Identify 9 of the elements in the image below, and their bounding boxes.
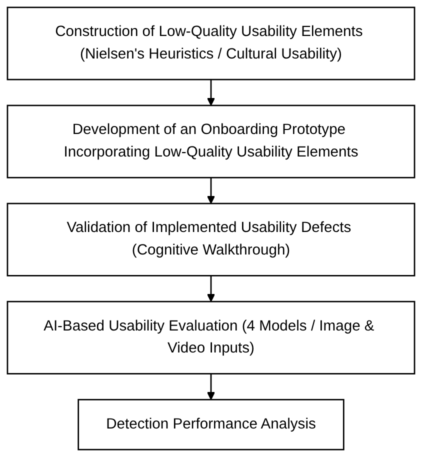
node-box: Construction of Low-Quality Usability Elements (Nielsen's Heuristics / Cultural Usability) bbox=[6, 6, 416, 80]
arrow bbox=[206, 80, 216, 106]
node-box: Detection Performance Analysis bbox=[78, 398, 344, 450]
arrow bbox=[206, 178, 216, 204]
node-box: Validation of Implemented Usability Defects (Cognitive Walkthrough) bbox=[6, 202, 416, 276]
arrow bbox=[206, 276, 216, 302]
node-box: Development of an Onboarding Prototype Incorporating Low-Quality Usability Elements bbox=[6, 104, 416, 178]
node-box: AI-Based Usability Evaluation (4 Models / Image & Video Inputs) bbox=[6, 300, 416, 374]
arrow bbox=[206, 374, 216, 400]
